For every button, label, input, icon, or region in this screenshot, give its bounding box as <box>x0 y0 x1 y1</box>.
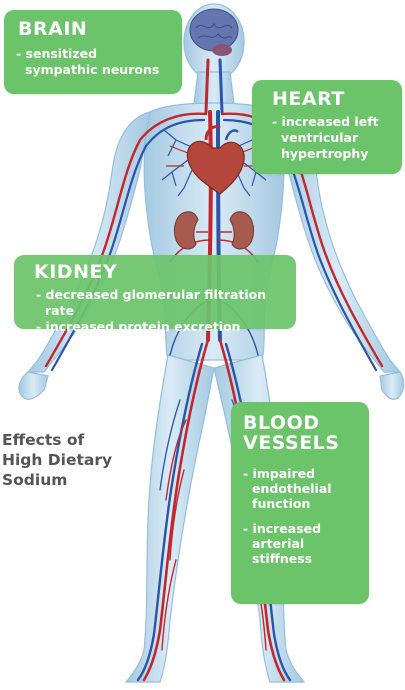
heart-organ <box>186 125 245 195</box>
brain-title: BRAIN <box>18 18 88 40</box>
kidney-effect-item: - decreased glomerular filtration rate <box>36 286 267 318</box>
kidney-callout: KIDNEY - decreased glomerular filtration… <box>14 255 296 334</box>
blood-vessels-callout: BLOOD VESSELS - impaired endothelial fun… <box>231 402 369 604</box>
blood-vessels-effects-list: - impaired endothelial function - increa… <box>243 466 357 566</box>
blood-vessels-title: BLOOD VESSELS <box>243 412 340 454</box>
blood-vessels-effect-item: - impaired endothelial function <box>243 465 332 511</box>
kidney-effects-list: - decreased glomerular filtration rate -… <box>36 287 282 335</box>
heart-callout: HEART - increased left ventricular hyper… <box>252 80 402 174</box>
blood-vessels-effect-item: - increased arterial stiffness <box>243 520 322 566</box>
brain-effects-list: - sensitized sympathic neurons <box>16 46 170 78</box>
heart-effects-list: - increased left ventricular hypertrophy <box>272 114 390 162</box>
figure-title-line: Effects of <box>2 431 85 449</box>
figure-title: Effects of High Dietary Sodium <box>2 430 142 490</box>
brain-effect-item: - sensitized sympathic neurons <box>16 45 160 77</box>
kidney-effect-item: - increased protein excretion <box>36 318 241 334</box>
figure-title-line: Sodium <box>2 471 68 489</box>
heart-title: HEART <box>272 88 345 110</box>
brain-callout: BRAIN - sensitized sympathic neurons <box>4 10 182 94</box>
kidney-organs <box>173 211 255 250</box>
figure-title-line: High Dietary <box>2 451 113 469</box>
heart-effect-item: - increased left ventricular hypertrophy <box>272 113 379 161</box>
brain-organ <box>189 8 239 56</box>
kidney-title: KIDNEY <box>34 261 118 283</box>
